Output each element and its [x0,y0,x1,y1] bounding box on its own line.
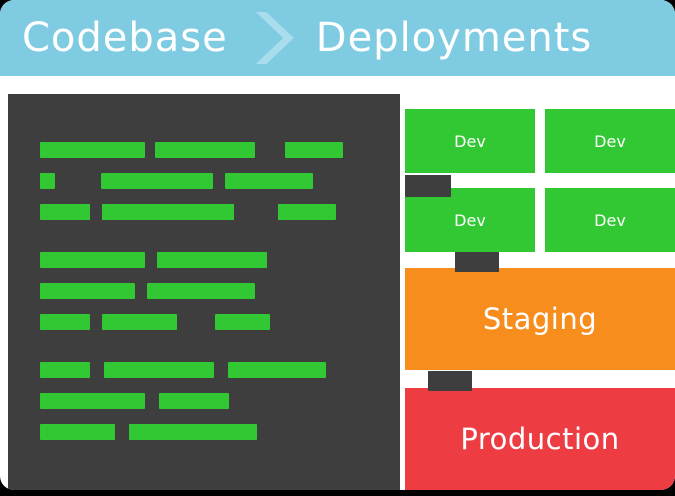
production-box: Production [405,388,675,490]
code-line-bar [228,362,326,378]
code-line-bar [40,314,90,330]
header-banner: Codebase Deployments [0,0,675,76]
staging-label: Staging [482,302,598,336]
deployments-title: Deployments [315,15,593,61]
dev-label: Dev [594,210,626,230]
code-line-bar [278,204,336,220]
code-line-bar [101,173,213,189]
connector-nub [405,175,451,197]
code-line-bar [215,314,270,330]
code-line-bar [129,424,257,440]
dev-label: Dev [454,210,486,230]
staging-box: Staging [405,268,675,370]
chevron-right-icon [255,12,294,64]
code-line-bar [40,204,90,220]
dev-box: Dev [545,109,675,173]
code-line [40,204,400,220]
code-line-bar [40,393,145,409]
dev-box: Dev [545,188,675,252]
code-line-bar [104,362,214,378]
code-line-bar [40,173,55,189]
code-line-bar [147,283,255,299]
code-line-bar [157,252,267,268]
production-label: Production [460,422,620,456]
code-line-bar [102,314,177,330]
code-line-bar [40,362,90,378]
code-line-bar [40,252,145,268]
dev-label: Dev [594,131,626,151]
code-line [40,424,400,440]
code-line-bar [40,142,145,158]
codebase-title: Codebase [22,15,228,61]
code-panel [8,94,400,490]
code-block [40,142,400,220]
code-line [40,173,400,189]
code-line [40,362,400,378]
code-block [40,362,400,440]
connector-nub [455,252,499,272]
code-line-bar [102,204,234,220]
code-line-bar [40,424,115,440]
code-line-bar [225,173,313,189]
code-line [40,142,400,158]
code-line [40,252,400,268]
dev-box: Dev [405,188,535,252]
dev-label: Dev [454,131,486,151]
connector-nub [428,371,472,391]
code-line-bar [285,142,343,158]
code-line [40,283,400,299]
code-line [40,393,400,409]
code-block [40,252,400,330]
code-line-bar [155,142,255,158]
code-line-bar [159,393,229,409]
code-line [40,314,400,330]
code-line-bar [40,283,135,299]
dev-box: Dev [405,109,535,173]
